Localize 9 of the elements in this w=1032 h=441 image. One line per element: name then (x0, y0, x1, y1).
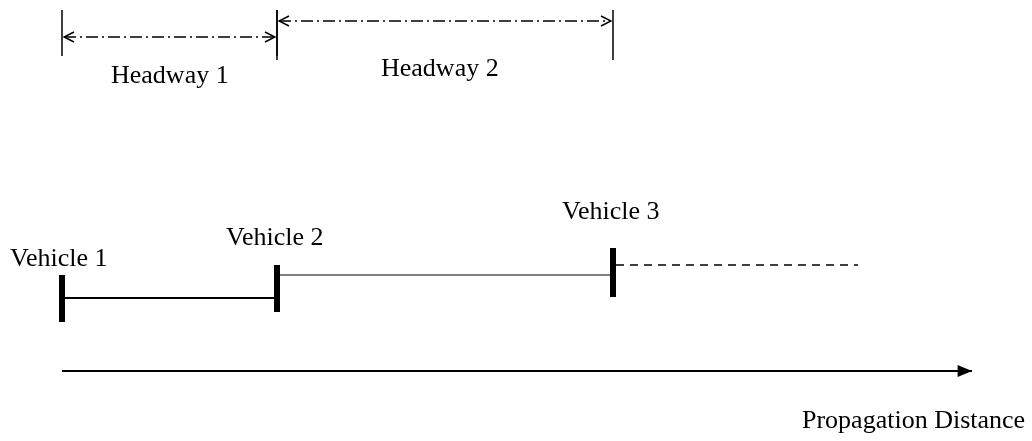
vehicle-label: Vehicle 3 (562, 196, 660, 226)
dimension-label: Headway 1 (111, 60, 229, 90)
headway-line (64, 297, 275, 299)
headway-line (279, 274, 611, 276)
dimension-label: Headway 2 (381, 53, 499, 83)
headway-line (615, 264, 859, 266)
axis-label: Propagation Distance (802, 405, 1026, 435)
vehicle-label: Vehicle 1 (10, 243, 108, 273)
vehicle-label: Vehicle 2 (226, 222, 324, 252)
